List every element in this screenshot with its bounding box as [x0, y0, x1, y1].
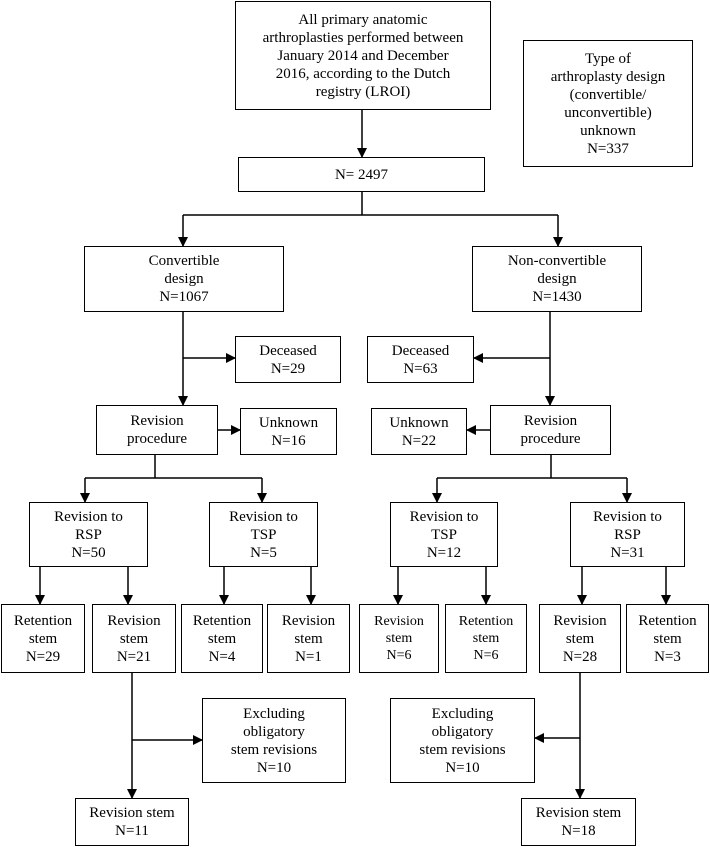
convertible-design-box: Convertible design N=1067 — [84, 246, 284, 312]
excluding-right-box: Excluding obligatory stem revisions N=10 — [390, 698, 535, 783]
convertible-design-text: Convertible design N=1067 — [148, 253, 220, 305]
nonconvertible-design-box: Non-convertible design N=1430 — [472, 246, 642, 312]
deceased-right-text: Deceased N=63 — [391, 342, 450, 377]
unknown-type-text: Type of arthroplasty design (convertible… — [550, 50, 666, 157]
revision-stem-21-text: Revision stem N=21 — [107, 612, 161, 665]
unknown-left-text: Unknown N=16 — [258, 414, 319, 449]
final-revision-stem-right-text: Revision stem N=18 — [535, 805, 622, 839]
unknown-right-box: Unknown N=22 — [371, 408, 467, 455]
revision-tsp-right-text: Revision to TSP N=12 — [409, 508, 479, 561]
revision-stem-28-box: Revision stem N=28 — [539, 604, 621, 673]
revision-procedure-right-text: Revision procedure — [520, 413, 581, 447]
root-population-text: All primary anatomic arthroplasties perf… — [262, 11, 464, 100]
revision-tsp-left-box: Revision to TSP N=5 — [209, 502, 318, 567]
retention-stem-3-box: Retention stem N=3 — [626, 604, 709, 673]
excluding-left-box: Excluding obligatory stem revisions N=10 — [202, 698, 346, 783]
deceased-left-text: Deceased N=29 — [259, 342, 317, 377]
revision-rsp-right-box: Revision to RSP N=31 — [570, 502, 685, 567]
unknown-right-text: Unknown N=22 — [389, 414, 449, 449]
retention-stem-29-text: Retention stem N=29 — [13, 612, 73, 665]
revision-stem-28-text: Revision stem N=28 — [553, 612, 607, 665]
retention-stem-6-box: Retention stem N=6 — [445, 604, 527, 673]
retention-stem-6-text: Retention stem N=6 — [458, 614, 514, 663]
revision-rsp-left-box: Revision to RSP N=50 — [29, 502, 148, 567]
retention-stem-4-text: Retention stem N=4 — [192, 612, 252, 665]
root-population-box: All primary anatomic arthroplasties perf… — [235, 1, 491, 110]
revision-stem-1-box: Revision stem N=1 — [267, 604, 350, 673]
revision-stem-6-box: Revision stem N=6 — [359, 604, 439, 673]
final-revision-stem-right-box: Revision stem N=18 — [521, 798, 636, 846]
excluding-left-text: Excluding obligatory stem revisions N=10 — [230, 705, 318, 776]
revision-procedure-right-box: Revision procedure — [490, 405, 611, 455]
excluding-right-text: Excluding obligatory stem revisions N=10 — [419, 705, 506, 776]
unknown-left-box: Unknown N=16 — [240, 408, 337, 455]
total-box: N= 2497 — [238, 157, 485, 192]
revision-rsp-left-text: Revision to RSP N=50 — [54, 508, 123, 561]
revision-tsp-right-box: Revision to TSP N=12 — [390, 502, 498, 567]
revision-stem-6-text: Revision stem N=6 — [374, 614, 424, 663]
revision-tsp-left-text: Revision to TSP N=5 — [229, 508, 298, 561]
retention-stem-4-box: Retention stem N=4 — [181, 604, 263, 673]
retention-stem-29-box: Retention stem N=29 — [1, 604, 85, 673]
final-revision-stem-left-text: Revision stem N=11 — [89, 805, 175, 839]
revision-procedure-left-box: Revision procedure — [96, 405, 218, 455]
unknown-type-box: Type of arthroplasty design (convertible… — [523, 40, 693, 167]
revision-stem-21-box: Revision stem N=21 — [92, 604, 176, 673]
revision-stem-1-text: Revision stem N=1 — [281, 612, 336, 665]
deceased-right-box: Deceased N=63 — [367, 336, 474, 383]
final-revision-stem-left-box: Revision stem N=11 — [75, 798, 189, 846]
retention-stem-3-text: Retention stem N=3 — [638, 612, 697, 665]
revision-procedure-left-text: Revision procedure — [127, 413, 187, 447]
deceased-left-box: Deceased N=29 — [235, 336, 341, 383]
revision-rsp-right-text: Revision to RSP N=31 — [593, 508, 662, 561]
total-text: N= 2497 — [334, 166, 389, 183]
nonconvertible-design-text: Non-convertible design N=1430 — [507, 253, 607, 305]
